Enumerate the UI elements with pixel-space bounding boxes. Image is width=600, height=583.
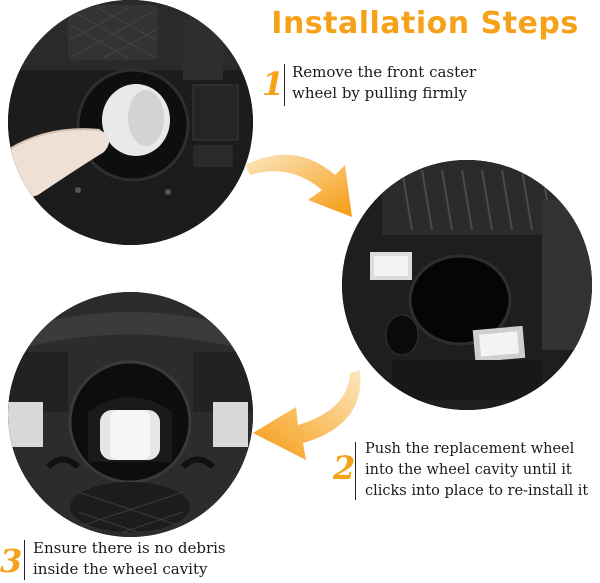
step-divider (24, 540, 25, 580)
step-line: clicks into place to re-install it (365, 483, 589, 499)
step-line: Ensure there is no debris (33, 539, 226, 557)
step-line: wheel by pulling firmly (292, 84, 468, 102)
step-line: inside the wheel cavity (33, 560, 208, 578)
page-title: Installation Steps (271, 6, 579, 41)
step1-illustration (8, 0, 253, 245)
step-description: Push the replacement wheel into the whee… (365, 439, 588, 502)
step-number: 3 (0, 542, 23, 580)
step-line: into the wheel cavity until it (365, 462, 572, 478)
step3-photo (8, 292, 253, 537)
curved-arrow-left-down-icon (248, 365, 368, 475)
step-1: 1 Remove the front caster wheel by pulli… (262, 62, 592, 112)
step-divider (284, 64, 285, 106)
step2-photo (342, 160, 592, 410)
step-2: 2 Push the replacement wheel into the wh… (333, 440, 600, 510)
step-number: 2 (333, 449, 356, 487)
step-3: 3 Ensure there is no debris inside the w… (0, 538, 260, 583)
step-description: Remove the front caster wheel by pulling… (292, 62, 476, 104)
step-number: 1 (262, 65, 285, 103)
step-description: Ensure there is no debris inside the whe… (33, 538, 226, 580)
step-line: Remove the front caster (292, 63, 477, 81)
step1-photo (8, 0, 253, 245)
step3-illustration (8, 292, 253, 537)
curved-arrow-right-down-icon (240, 135, 370, 235)
step-line: Push the replacement wheel (365, 441, 575, 457)
step2-illustration (342, 160, 592, 410)
step-divider (355, 442, 356, 500)
